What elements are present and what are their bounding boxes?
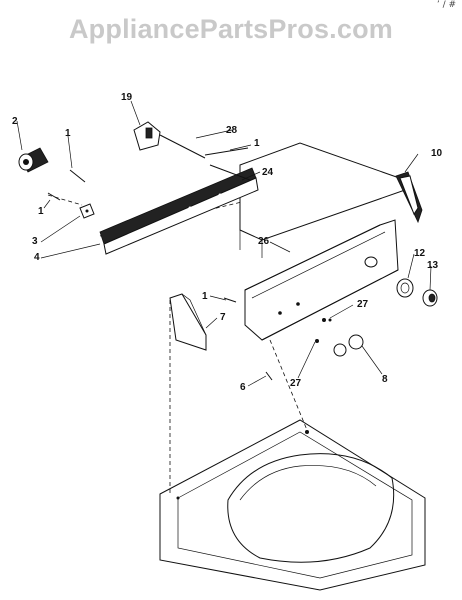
label-27-right: 27: [357, 299, 369, 310]
screw-1lower: [223, 297, 237, 303]
bracket-19: [133, 121, 161, 151]
timer-assembly: [18, 147, 49, 173]
label-8: 8: [382, 374, 388, 385]
label-6: 6: [240, 382, 246, 393]
screw-1left: [69, 169, 86, 183]
rod-24: [209, 164, 251, 181]
callout-lines: [16, 100, 432, 387]
label-2: 2: [12, 116, 18, 127]
knob-8b: [348, 334, 364, 350]
grommet-27a: [315, 339, 319, 343]
label-10: 10: [431, 148, 443, 159]
label-7: 7: [220, 312, 226, 323]
screw-6: [265, 371, 273, 381]
label-19: 19: [121, 92, 133, 103]
label-26: 26: [258, 236, 270, 247]
label-13: 13: [427, 260, 439, 271]
mounting-bracket: [99, 167, 259, 255]
label-3: 3: [32, 236, 38, 247]
end-cap-right: [395, 171, 423, 224]
leader-right: [269, 339, 308, 431]
knob-13: [422, 289, 438, 307]
grommet-27b: [322, 318, 326, 322]
label-24: 24: [262, 167, 274, 178]
label-4: 4: [34, 252, 40, 263]
console-panel: [244, 219, 399, 341]
label-1-mid: 1: [38, 206, 44, 217]
screw-1mid: [47, 192, 61, 201]
clip-3: [79, 203, 95, 219]
corner-mark: ’ / #: [436, 0, 456, 10]
rod-28: [159, 134, 206, 159]
cabinet-top: [159, 419, 426, 591]
label-28-top: 28: [226, 125, 238, 136]
watermark: AppliancePartsPros.com: [68, 14, 393, 44]
label-1-lower: 1: [202, 291, 208, 302]
label-1-left: 1: [65, 128, 71, 139]
knob-8a: [333, 343, 347, 357]
label-27-left: 27: [290, 378, 302, 389]
knob-12: [396, 278, 414, 298]
end-cap-left: [169, 293, 207, 351]
rod-1top: [204, 147, 249, 156]
leader-screw: [47, 194, 83, 206]
label-1-top: 1: [254, 138, 260, 149]
label-12: 12: [414, 248, 426, 259]
